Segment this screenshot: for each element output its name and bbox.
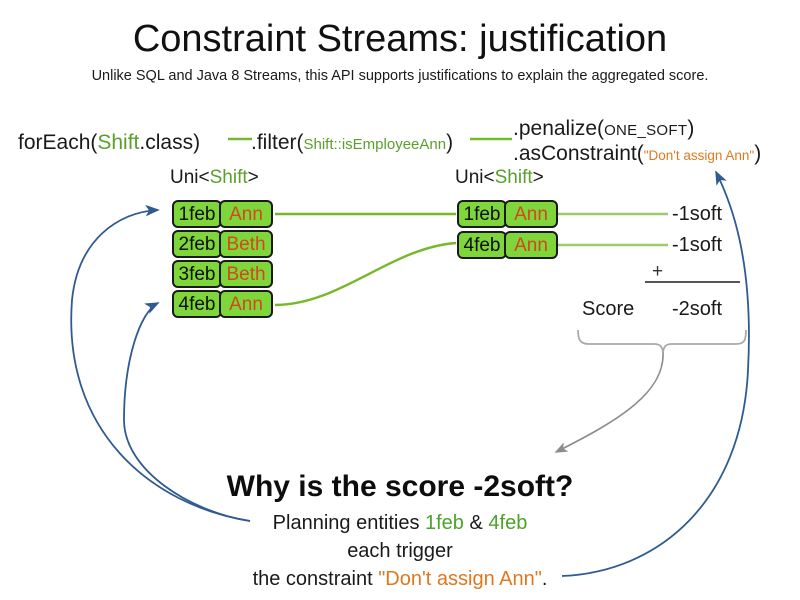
shift-date: 4feb — [172, 290, 222, 318]
penalty-value: -1soft — [672, 234, 723, 256]
filter-prefix: .filter( — [251, 131, 304, 154]
right-caption-prefix: Uni< — [455, 167, 495, 188]
explanation-line-1: Planning entities 1feb & 4feb — [0, 512, 800, 535]
right-caption-type: Shift — [494, 167, 533, 188]
shift-employee: Beth — [219, 230, 273, 258]
table-row: 1feb Ann — [172, 200, 273, 228]
table-row: 3feb Beth — [172, 260, 273, 288]
shift-employee: Ann — [219, 290, 273, 318]
penalize-weight: ONE_SOFT — [604, 122, 688, 139]
explanation-line1-prefix: Planning entities — [272, 512, 425, 534]
shift-employee: Ann — [504, 231, 558, 259]
as-constraint-prefix: .asConstraint( — [513, 142, 644, 165]
flow-line-4feb — [274, 241, 457, 307]
page-title: Constraint Streams: justification — [132, 18, 668, 60]
plus-sign: + — [652, 261, 664, 282]
explanation-amp: & — [463, 512, 489, 534]
left-caption-suffix: > — [247, 167, 259, 188]
filter-suffix: ) — [446, 131, 454, 154]
table-row: 1feb Ann — [457, 200, 558, 228]
foreach-prefix: forEach( — [18, 131, 98, 154]
left-stream-caption: Uni<Shift> — [170, 167, 259, 189]
penalize-prefix: .penalize( — [513, 117, 605, 140]
shift-employee: Beth — [219, 260, 273, 288]
score-total: -2soft — [672, 298, 723, 320]
right-caption-suffix: > — [532, 167, 544, 188]
code-filter: .filter(Shift::isEmployeeAnn) — [251, 131, 453, 155]
filter-method-ref: Shift::isEmployeeAnn — [303, 136, 447, 153]
explanation-line-3: the constraint "Don't assign Ann". — [0, 568, 800, 591]
foreach-suffix: .class) — [139, 131, 201, 154]
explanation-line3-prefix: the constraint — [252, 568, 379, 590]
shift-date: 2feb — [172, 230, 222, 258]
explanation-line3-suffix: . — [541, 568, 548, 590]
table-row: 4feb Ann — [457, 231, 558, 259]
shift-date: 3feb — [172, 260, 222, 288]
score-brace — [577, 329, 747, 353]
code-as-constraint: .asConstraint("Don't assign Ann") — [513, 142, 761, 166]
as-constraint-name: "Don't assign Ann" — [643, 148, 755, 163]
shift-employee: Ann — [219, 200, 273, 228]
shift-date: 4feb — [457, 231, 507, 259]
shift-date: 1feb — [457, 200, 507, 228]
why-heading: Why is the score -2soft? — [226, 470, 574, 503]
page-subtitle: Unlike SQL and Java 8 Streams, this API … — [91, 68, 709, 84]
as-constraint-suffix: ) — [754, 142, 762, 165]
penalize-suffix: ) — [687, 117, 695, 140]
score-to-explanation-arrow — [554, 351, 664, 453]
explanation-entity-a: 1feb — [425, 512, 464, 534]
right-stream-caption: Uni<Shift> — [455, 167, 544, 189]
left-caption-prefix: Uni< — [170, 167, 210, 188]
code-penalize: .penalize(ONE_SOFT) — [513, 117, 694, 141]
penalty-value: -1soft — [672, 203, 723, 225]
explanation-line-2: each trigger — [347, 540, 453, 562]
explanation-constraint-name: "Don't assign Ann" — [378, 568, 542, 590]
table-row: 2feb Beth — [172, 230, 273, 258]
left-caption-type: Shift — [209, 167, 248, 188]
foreach-type: Shift — [97, 131, 140, 154]
explanation-entity-b: 4feb — [488, 512, 528, 534]
shift-employee: Ann — [504, 200, 558, 228]
score-label: Score — [582, 298, 635, 320]
shift-date: 1feb — [172, 200, 222, 228]
table-row: 4feb Ann — [172, 290, 273, 318]
code-foreach: forEach(Shift.class) — [18, 131, 200, 155]
